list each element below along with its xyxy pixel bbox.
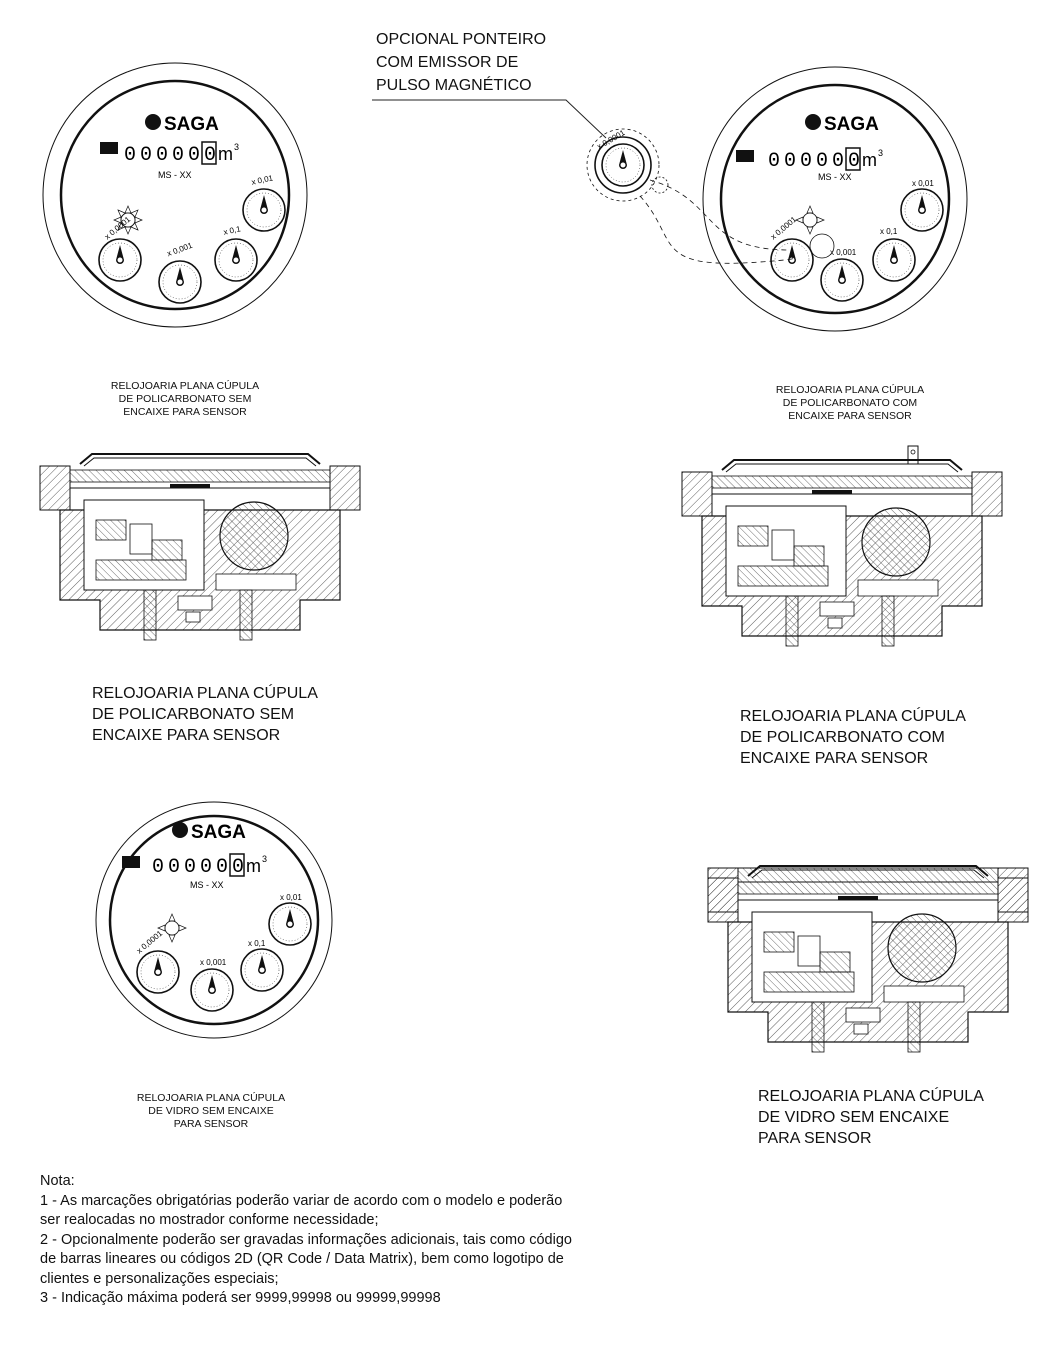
caption-top-right-small: RELOJOARIA PLANA CÚPULA DE POLICARBONATO… bbox=[775, 384, 925, 422]
unit-exponent: 3 bbox=[878, 148, 883, 158]
note-item-3: 3 - Indicação máxima poderá ser 9999,999… bbox=[40, 1290, 441, 1306]
counter-display: 0 0 0 0 0 0 m 3 bbox=[736, 147, 883, 173]
counter-digit-4: 0 bbox=[200, 856, 212, 879]
caption-bottom-right-large: RELOJOARIA PLANA CÚPULA DE VIDRO SEM ENC… bbox=[758, 1088, 984, 1147]
counter-digit-2: 0 bbox=[784, 150, 796, 173]
subdial-x-0001-icon bbox=[820, 258, 864, 302]
callout-line-2: COM EMISSOR DE bbox=[376, 54, 519, 71]
counter-digit-6: 0 bbox=[204, 144, 216, 167]
star-wheel-icon bbox=[157, 913, 187, 943]
brand-label: SAGA bbox=[191, 822, 246, 843]
subdial-x-01b-icon bbox=[872, 238, 916, 282]
subdial-label-x01: x 0,01 bbox=[280, 893, 302, 902]
unit-exponent: 3 bbox=[234, 142, 239, 152]
saga-logo: SAGA bbox=[172, 822, 246, 843]
subdial-label-x0001: x 0,001 bbox=[830, 248, 857, 257]
subdial-x-00001-icon bbox=[136, 950, 180, 994]
subdial-label-x0001: x 0,001 bbox=[200, 958, 227, 967]
counter-digit-3: 0 bbox=[184, 856, 196, 879]
caption-mid-right-large: RELOJOARIA PLANA CÚPULA DE POLICARBONATO… bbox=[740, 708, 966, 767]
model-label: MS - XX bbox=[818, 172, 852, 182]
note-item-2: 2 - Opcionalmente poderão ser gravadas i… bbox=[40, 1231, 572, 1287]
subdial-x-0001-icon bbox=[190, 968, 234, 1012]
saga-logo: SAGA bbox=[145, 114, 219, 135]
svg-text:x 0,0001: x 0,0001 bbox=[595, 128, 627, 151]
section-drawing-bottom-right bbox=[707, 865, 1029, 1053]
model-label: MS - XX bbox=[158, 170, 192, 180]
subdial-x-01b-icon bbox=[214, 238, 258, 282]
callout-line-3: PULSO MAGNÉTICO bbox=[376, 77, 532, 94]
caption-top-left-small: RELOJOARIA PLANA CÚPULA DE POLICARBONATO… bbox=[110, 380, 260, 418]
meter-dial-top-right: SAGA 0 0 0 0 0 0 m 3 MS - XX x 0,01 x 0,… bbox=[702, 66, 968, 332]
counter-digit-1: 0 bbox=[124, 144, 137, 167]
counter-display: 0 0 0 0 0 0 m 3 bbox=[100, 141, 239, 167]
unit-label: m bbox=[218, 144, 233, 164]
unit-exponent: 3 bbox=[262, 854, 267, 864]
counter-digit-1: 0 bbox=[768, 150, 780, 173]
counter-digit-3: 0 bbox=[800, 150, 812, 173]
subdial-x-01-icon bbox=[242, 188, 286, 232]
counter-digit-5: 0 bbox=[216, 856, 228, 879]
star-wheel-icon bbox=[113, 205, 143, 235]
caption-bottom-left-small: RELOJOARIA PLANA CÚPULA DE VIDRO SEM ENC… bbox=[136, 1092, 286, 1130]
sensor-mount-ring bbox=[809, 233, 835, 259]
counter-digit-2: 0 bbox=[140, 144, 152, 167]
unit-label: m bbox=[246, 856, 261, 876]
counter-digit-6: 0 bbox=[232, 856, 244, 879]
unit-label: m bbox=[862, 150, 877, 170]
note-title: Nota: bbox=[40, 1173, 75, 1189]
brand-label: SAGA bbox=[164, 114, 219, 135]
subdial-x-01-icon bbox=[900, 188, 944, 232]
subdial-x-01-icon bbox=[268, 902, 312, 946]
subdial-label-x01b: x 0,1 bbox=[223, 224, 242, 237]
counter-digit-6: 0 bbox=[848, 150, 860, 173]
subdial-x-0001-icon bbox=[158, 260, 202, 304]
subdial-x-01b-icon bbox=[240, 948, 284, 992]
callout-line-1: OPCIONAL PONTEIRO bbox=[376, 31, 547, 48]
counter-digit-1: 0 bbox=[152, 856, 164, 879]
optional-pointer-callout: OPCIONAL PONTEIRO COM EMISSOR DE PULSO M… bbox=[376, 28, 546, 97]
subdial-label-x01b: x 0,1 bbox=[248, 939, 266, 948]
counter-display: 0 0 0 0 0 0 m 3 bbox=[122, 853, 267, 879]
star-wheel-icon bbox=[795, 205, 825, 235]
counter-digit-4: 0 bbox=[816, 150, 828, 173]
meter-dial-bottom-left: SAGA 0 0 0 0 0 0 m 3 MS - XX x 0,01 x 0,… bbox=[95, 801, 333, 1039]
counter-digit-5: 0 bbox=[188, 144, 200, 167]
brand-label: SAGA bbox=[824, 114, 879, 135]
counter-digit-2: 0 bbox=[168, 856, 180, 879]
notes-block: Nota: 1 - As marcações obrigatórias pode… bbox=[40, 1172, 580, 1309]
counter-digit-5: 0 bbox=[832, 150, 844, 173]
note-item-1: 1 - As marcações obrigatórias poderão va… bbox=[40, 1192, 563, 1229]
caption-mid-left-large: RELOJOARIA PLANA CÚPULA DE POLICARBONATO… bbox=[92, 685, 318, 744]
counter-digit-4: 0 bbox=[172, 144, 184, 167]
subdial-label-x01b: x 0,1 bbox=[880, 227, 898, 236]
model-label: MS - XX bbox=[190, 880, 224, 890]
saga-logo: SAGA bbox=[805, 114, 879, 135]
meter-dial-top-left: SAGA 0 0 0 0 0 0 m 3 MS - XX x 0,01 x 0,… bbox=[42, 62, 308, 328]
subdial-x-00001-icon bbox=[98, 238, 142, 282]
subdial-x-00001-icon bbox=[770, 238, 814, 282]
section-drawing-right bbox=[681, 445, 1003, 647]
section-drawing-left bbox=[39, 453, 361, 641]
subdial-label-x01: x 0,01 bbox=[912, 179, 934, 188]
counter-digit-3: 0 bbox=[156, 144, 168, 167]
